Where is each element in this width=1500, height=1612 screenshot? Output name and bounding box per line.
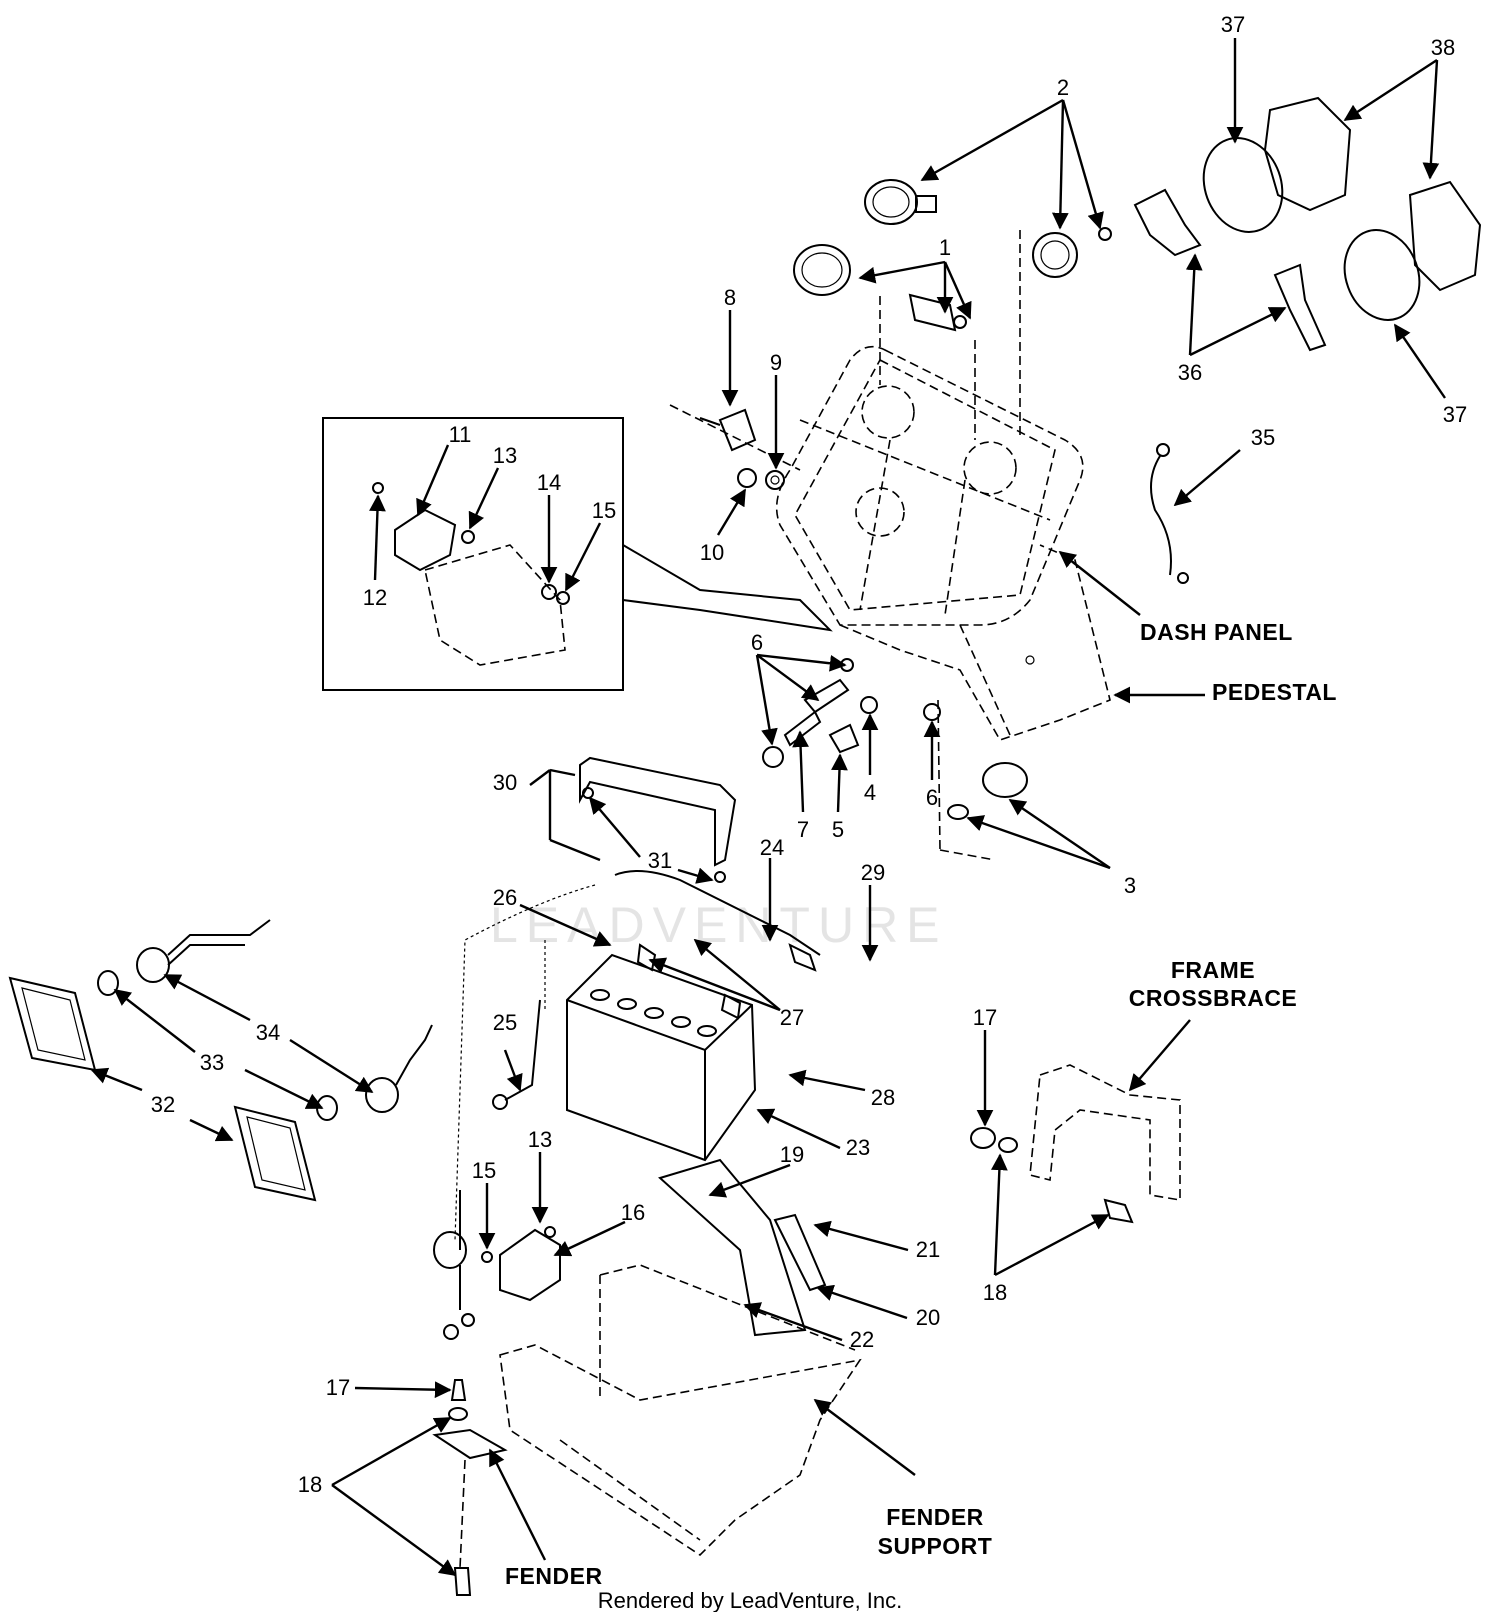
- callout-15: 15: [472, 1158, 496, 1183]
- callout-11: 11: [449, 422, 472, 447]
- callout-5: 5: [832, 817, 844, 842]
- callout-28: 28: [871, 1085, 895, 1110]
- callout-17: 17: [326, 1375, 350, 1400]
- callout-37: 37: [1221, 12, 1245, 37]
- callout-31: 31: [648, 848, 672, 873]
- callout-17: 17: [973, 1005, 997, 1030]
- inset-detail-box: [322, 417, 833, 691]
- callout-15: 15: [592, 498, 616, 523]
- callout-35: 35: [1251, 425, 1275, 450]
- callout-37: 37: [1443, 402, 1467, 427]
- callout-21: 21: [916, 1237, 940, 1262]
- leader-lines: [90, 38, 1446, 1576]
- frame-crossbrace-part: [970, 1064, 1181, 1224]
- gauge-part: [793, 179, 1112, 440]
- fender-support-label-line2: SUPPORT: [878, 1533, 993, 1559]
- toggle-switch-part: [669, 404, 801, 490]
- callout-9: 9: [770, 350, 782, 375]
- callout-26: 26: [493, 885, 517, 910]
- battery-bracket-part: [658, 1158, 827, 1337]
- callout-33: 33: [200, 1050, 224, 1075]
- ignition-switch-part: [762, 658, 941, 768]
- pedestal-label: PEDESTAL: [1212, 679, 1337, 705]
- callout-7: 7: [797, 817, 809, 842]
- callout-13: 13: [528, 1127, 552, 1152]
- dash-panel-label: DASH PANEL: [1140, 619, 1293, 645]
- callout-36: 36: [1178, 360, 1202, 385]
- start-switch-part: [937, 699, 1028, 861]
- battery-holddown-part: [579, 756, 737, 883]
- battery-part: [454, 870, 821, 1241]
- callout-10: 10: [700, 540, 724, 565]
- callout-numbers: 1 2 3 4 5 6 6 7 8 9 10 11 12 13 13 14 15…: [151, 12, 1467, 1497]
- callout-8: 8: [724, 285, 736, 310]
- callout-18: 18: [298, 1472, 322, 1497]
- headlight-part: [1133, 96, 1482, 352]
- callout-24: 24: [760, 835, 784, 860]
- callout-32: 32: [151, 1092, 175, 1117]
- fender-label: FENDER: [505, 1563, 603, 1589]
- callout-1: 1: [939, 235, 951, 260]
- callout-12: 12: [363, 585, 387, 610]
- callout-4: 4: [864, 780, 876, 805]
- callout-16: 16: [621, 1200, 645, 1225]
- render-credit: Rendered by LeadVenture, Inc.: [598, 1588, 903, 1612]
- callout-13: 13: [493, 443, 517, 468]
- frame-label: FRAME: [1171, 957, 1255, 983]
- watermark-text: LEADVENTURE: [490, 897, 948, 953]
- dash-panel-part: [775, 345, 1084, 626]
- callout-22: 22: [850, 1327, 874, 1352]
- fender-support-label-line1: FENDER: [886, 1504, 984, 1530]
- solenoid-part: [433, 1190, 561, 1340]
- fender-support-part: [499, 1264, 862, 1557]
- callout-34: 34: [256, 1020, 280, 1045]
- callout-2: 2: [1057, 75, 1069, 100]
- part-labels: DASH PANEL PEDESTAL FRAME CROSSBRACE FEN…: [505, 619, 1337, 1589]
- callout-27: 27: [780, 1005, 804, 1030]
- callout-6: 6: [751, 630, 763, 655]
- pedestal-part: [839, 544, 1111, 741]
- ground-wire-part: [1150, 443, 1189, 584]
- callout-20: 20: [916, 1305, 940, 1330]
- callout-25: 25: [493, 1010, 517, 1035]
- crossbrace-label: CROSSBRACE: [1129, 985, 1298, 1011]
- callout-14: 14: [537, 470, 561, 495]
- callout-3: 3: [1124, 873, 1136, 898]
- callout-19: 19: [780, 1142, 804, 1167]
- callout-23: 23: [846, 1135, 870, 1160]
- callout-6: 6: [926, 785, 938, 810]
- callout-29: 29: [861, 860, 885, 885]
- callout-38: 38: [1431, 35, 1455, 60]
- fender-mount-part: [432, 1379, 508, 1596]
- callout-18: 18: [983, 1280, 1007, 1305]
- callout-30: 30: [493, 770, 517, 795]
